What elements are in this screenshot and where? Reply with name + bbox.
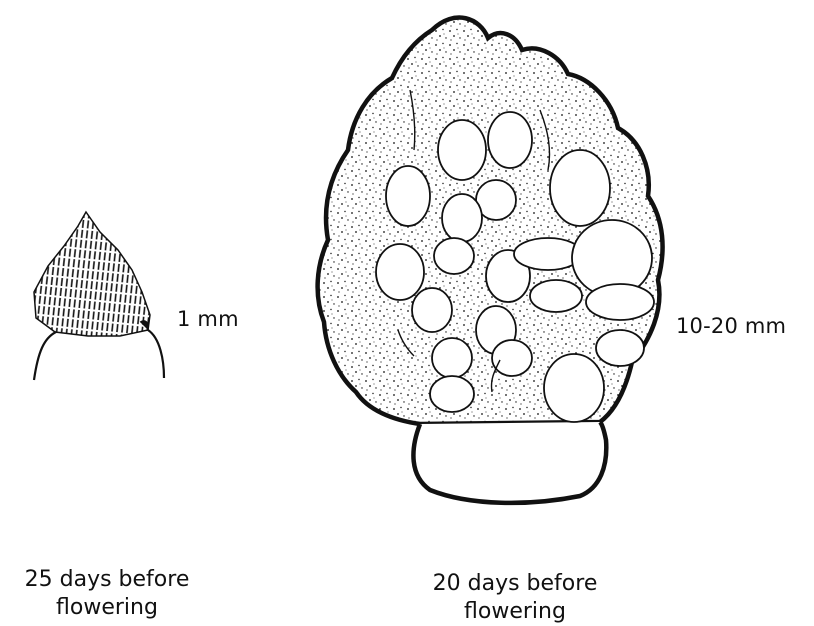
right-caption-line1: 20 days before xyxy=(420,570,610,598)
small-size-label: 1 mm xyxy=(177,306,239,332)
right-caption: 20 days before flowering xyxy=(420,570,610,626)
large-size-label: 10-20 mm xyxy=(676,313,786,339)
left-caption-line1: 25 days before xyxy=(12,566,202,594)
left-caption-line2: flowering xyxy=(12,594,202,622)
apex-small-drawing xyxy=(34,212,164,380)
inflorescence-large-drawing xyxy=(318,18,663,503)
right-caption-line2: flowering xyxy=(420,598,610,626)
left-caption: 25 days before flowering xyxy=(12,566,202,622)
